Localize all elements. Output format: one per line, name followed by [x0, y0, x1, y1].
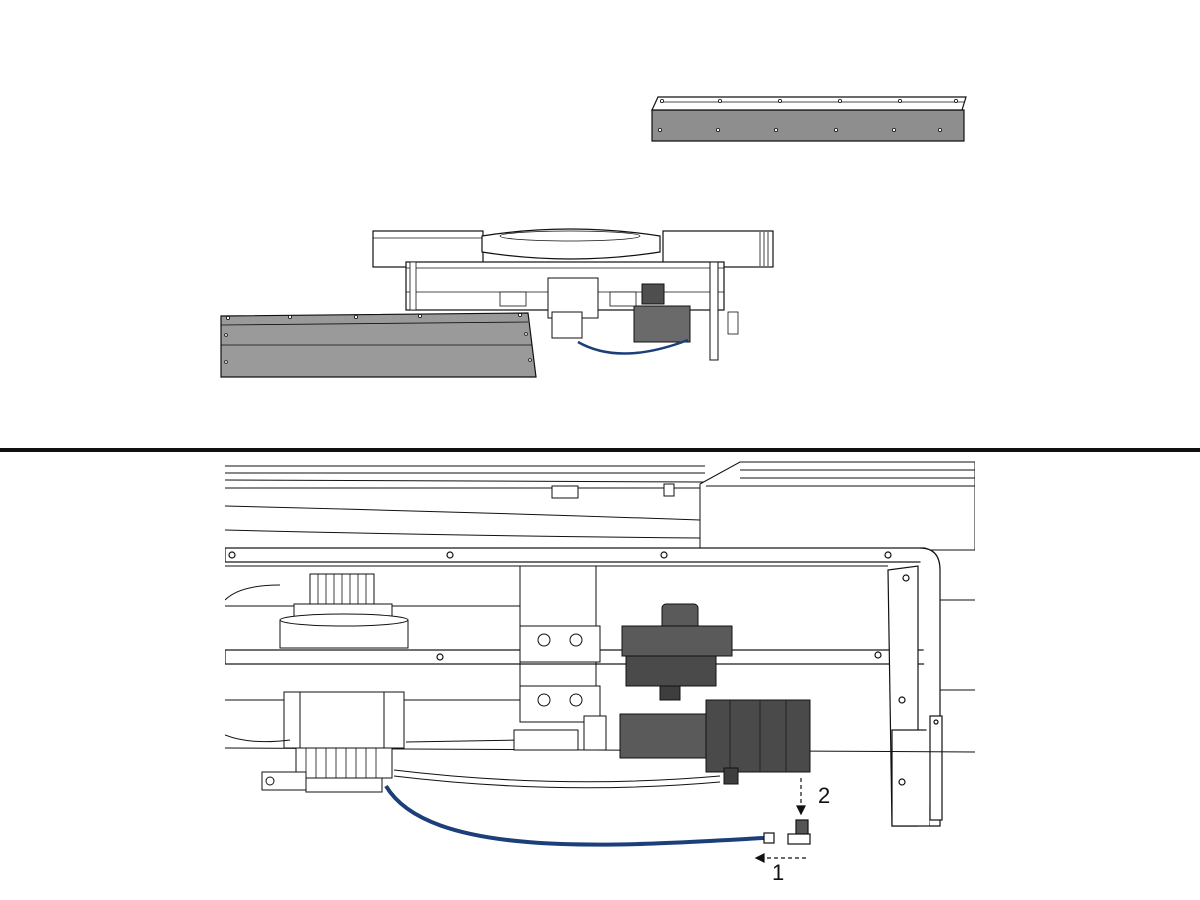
gearbox: [261, 691, 405, 793]
right-vertical-post: [887, 547, 943, 827]
top-frame-rail: [225, 547, 926, 563]
detail-view: 2 1: [225, 461, 975, 885]
right-platform-detail: [699, 461, 975, 551]
turntable: [481, 228, 661, 260]
panel-face: [651, 109, 965, 142]
base-assembly-overview: [220, 228, 774, 378]
left-platform: [372, 230, 484, 268]
step-1-arrow: [754, 853, 806, 863]
panel-screw-holes: [658, 99, 959, 132]
turntable-detail: [225, 465, 706, 539]
elbow-fitting: [787, 819, 811, 845]
motor-small: [633, 305, 691, 343]
panel-top-flange: [651, 96, 967, 111]
step-1-label: 1: [772, 860, 784, 885]
blue-hose: [384, 784, 765, 847]
hose-end-fitting: [763, 832, 775, 844]
filter-regulator: [621, 603, 733, 701]
air-lines: [225, 734, 721, 789]
hose-overview: [577, 338, 689, 355]
valve-blocks: [513, 625, 607, 751]
drive-motor: [619, 699, 811, 785]
step-2-arrow: [796, 778, 806, 816]
removed-side-panel: [651, 96, 967, 142]
right-platform: [662, 230, 774, 268]
drive-gear: [279, 573, 409, 649]
step-2-label: 2: [818, 783, 830, 808]
